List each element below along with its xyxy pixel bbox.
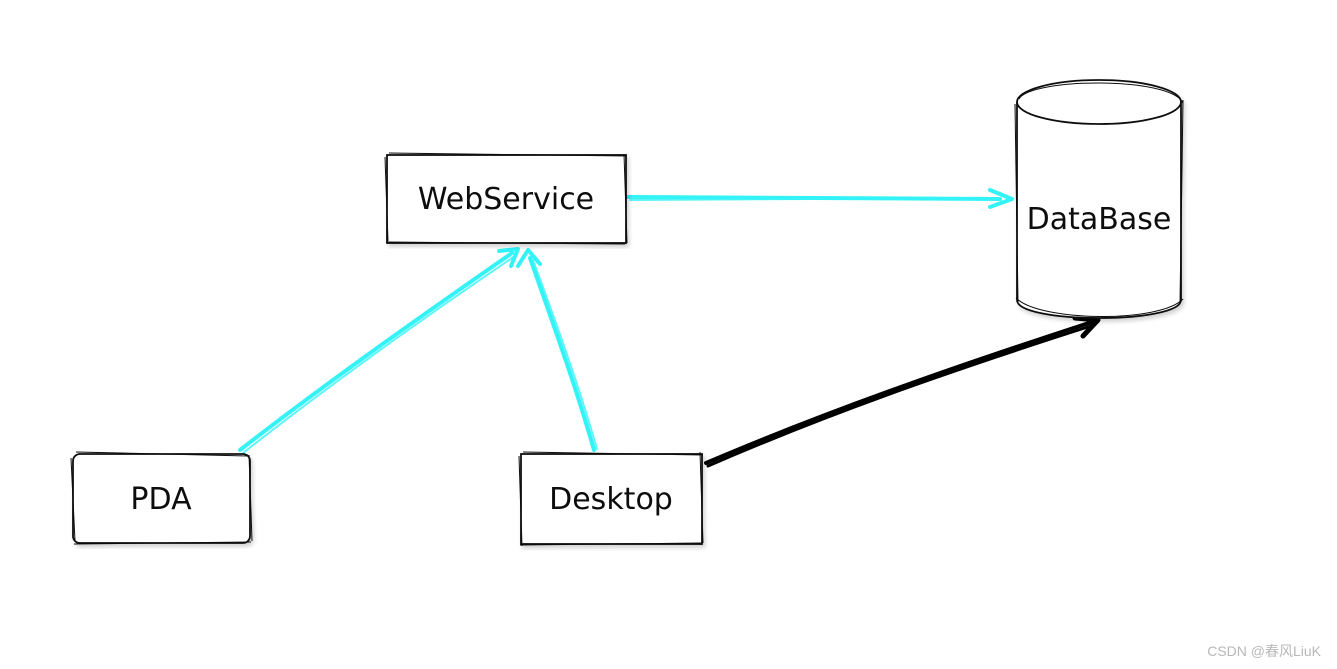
node-desktop-label: Desktop <box>549 482 673 517</box>
node-database[interactable]: DataBase <box>1014 79 1184 319</box>
node-desktop[interactable]: Desktop <box>518 451 704 547</box>
watermark: CSDN @春风LiuK <box>1207 643 1321 659</box>
edge-webservice-to-database <box>626 188 1014 209</box>
edge-pda-to-webservice <box>238 247 520 454</box>
node-pda-label: PDA <box>130 482 192 517</box>
edge-desktop-to-webservice <box>516 248 598 452</box>
node-webservice[interactable]: WebService <box>384 152 628 245</box>
node-pda[interactable]: PDA <box>70 451 253 545</box>
edge-desktop-to-database <box>704 315 1101 468</box>
node-webservice-label: WebService <box>418 182 594 217</box>
node-database-label: DataBase <box>1027 202 1172 237</box>
